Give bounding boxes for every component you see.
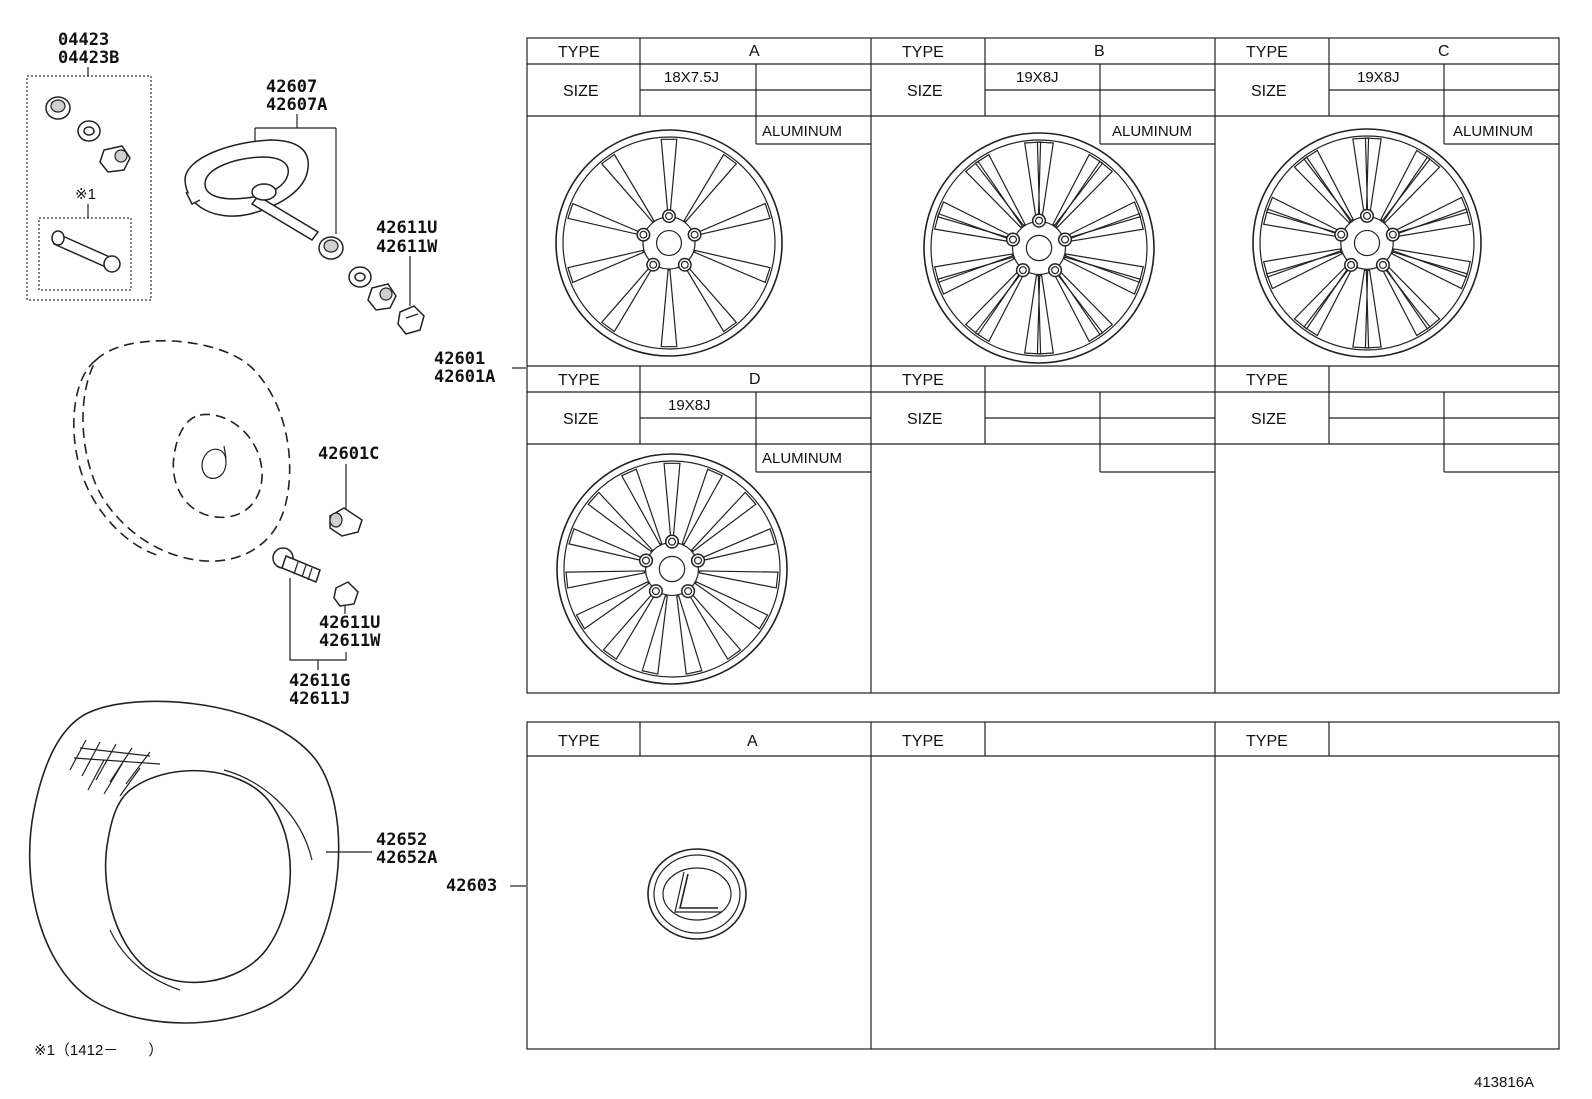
part-number-04423: 04423 — [58, 30, 109, 50]
type-value-d: D — [749, 371, 761, 388]
wheel-drawing-d — [556, 453, 788, 685]
tpms-sensor-icon — [184, 139, 320, 241]
size-value-b: 19X8J — [1016, 69, 1059, 86]
tpms-sensor-group: 42607 42607A 42611U 42611W — [184, 77, 438, 335]
part-number-42601A: 42601A — [434, 367, 495, 387]
size-label: SIZE — [563, 411, 599, 428]
part-number-42611G: 42611G — [289, 671, 350, 691]
part-number-42601C: 42601C — [318, 444, 379, 464]
tpms-nut-icon — [318, 236, 344, 260]
part-number-42601: 42601 — [434, 349, 485, 369]
tire-valve-group: 42611U 42611W 42611G 42611J — [272, 547, 381, 709]
footnote: ※1（1412－ ） — [34, 1042, 163, 1059]
size-label: SIZE — [1251, 411, 1287, 428]
material-d: ALUMINUM — [762, 450, 842, 467]
type-label: TYPE — [558, 372, 600, 389]
type-label: TYPE — [1246, 733, 1288, 750]
tire-valve-icon — [272, 547, 321, 583]
part-number-42611W-bottom: 42611W — [319, 631, 381, 651]
part-number-42603: 42603 — [446, 876, 497, 896]
valve-core-icon — [51, 230, 121, 273]
part-number-42652: 42652 — [376, 830, 427, 850]
valve-cap-icon-top — [397, 305, 425, 335]
material-c: ALUMINUM — [1453, 123, 1533, 140]
size-label: SIZE — [907, 83, 943, 100]
note-mark: ※1 — [75, 186, 96, 203]
size-value-a: 18X7.5J — [664, 69, 719, 86]
part-number-42607: 42607 — [266, 77, 317, 97]
type-label: TYPE — [558, 44, 600, 61]
part-number-42611U-bottom: 42611U — [319, 613, 380, 633]
type-label: TYPE — [558, 733, 600, 750]
wheel-cell-c: TYPE C SIZE 19X8J ALUMINUM — [1215, 38, 1559, 145]
valve-washer-icon — [77, 120, 101, 142]
valve-nut-icon — [99, 145, 131, 173]
wheel-cell-a: TYPE A SIZE 18X7.5J ALUMINUM — [527, 38, 871, 145]
type-value-b: B — [1094, 43, 1105, 60]
valve-kit-group: 04423 04423B ※1 — [26, 30, 152, 301]
part-number-42611J: 42611J — [289, 689, 350, 709]
type-value-c: C — [1438, 43, 1450, 60]
wheel-cell-d: TYPE D SIZE 19X8J ALUMINUM — [527, 366, 871, 473]
tire-icon — [28, 700, 340, 1024]
valve-cap-icon — [45, 96, 71, 120]
type-label: TYPE — [902, 372, 944, 389]
hub-nut-icon — [329, 507, 363, 537]
part-number-42607A: 42607A — [266, 95, 327, 115]
hub-nut-group: 42601C — [318, 444, 379, 537]
size-value-c: 19X8J — [1357, 69, 1400, 86]
tpms-washer-icon — [348, 266, 372, 288]
ornament-type-table: TYPE A TYPE TYPE — [526, 721, 1560, 1050]
part-number-42611W-top: 42611W — [376, 237, 438, 257]
tread-pattern-icon — [69, 739, 161, 797]
wheel-type-table: TYPE A SIZE 18X7.5J ALUMINUM TYPE B SIZE… — [526, 37, 1560, 694]
center-ornament-icon — [647, 848, 747, 940]
wheel-cell-b: TYPE B SIZE 19X8J ALUMINUM — [871, 38, 1215, 145]
size-label: SIZE — [1251, 83, 1287, 100]
part-number-04423B: 04423B — [58, 48, 119, 68]
material-b: ALUMINUM — [1112, 123, 1192, 140]
diagram-code: 413816A — [1474, 1074, 1534, 1091]
wheel-cell-empty-2: TYPE SIZE — [1215, 366, 1559, 473]
valve-core-subbox — [38, 217, 132, 291]
material-a: ALUMINUM — [762, 123, 842, 140]
part-number-42652A: 42652A — [376, 848, 437, 868]
valve-kit-box — [26, 75, 152, 301]
part-number-42611U-top: 42611U — [376, 218, 437, 238]
wheel-drawing-a — [555, 129, 783, 357]
tpms-valve-nut-icon — [367, 283, 397, 311]
ornament-type-value-a: A — [747, 733, 758, 750]
type-label: TYPE — [1246, 44, 1288, 61]
wheel-cell-empty-1: TYPE SIZE — [871, 366, 1215, 473]
type-label: TYPE — [902, 44, 944, 61]
tire-valve-cap-icon — [333, 581, 359, 607]
size-label: SIZE — [907, 411, 943, 428]
wheel-drawing-c — [1252, 128, 1482, 358]
wheel-outline-group — [73, 339, 291, 562]
size-value-d: 19X8J — [668, 397, 711, 414]
type-label: TYPE — [902, 733, 944, 750]
size-label: SIZE — [563, 83, 599, 100]
type-label: TYPE — [1246, 372, 1288, 389]
type-value-a: A — [749, 43, 760, 60]
wheel-drawing-b — [923, 132, 1155, 364]
